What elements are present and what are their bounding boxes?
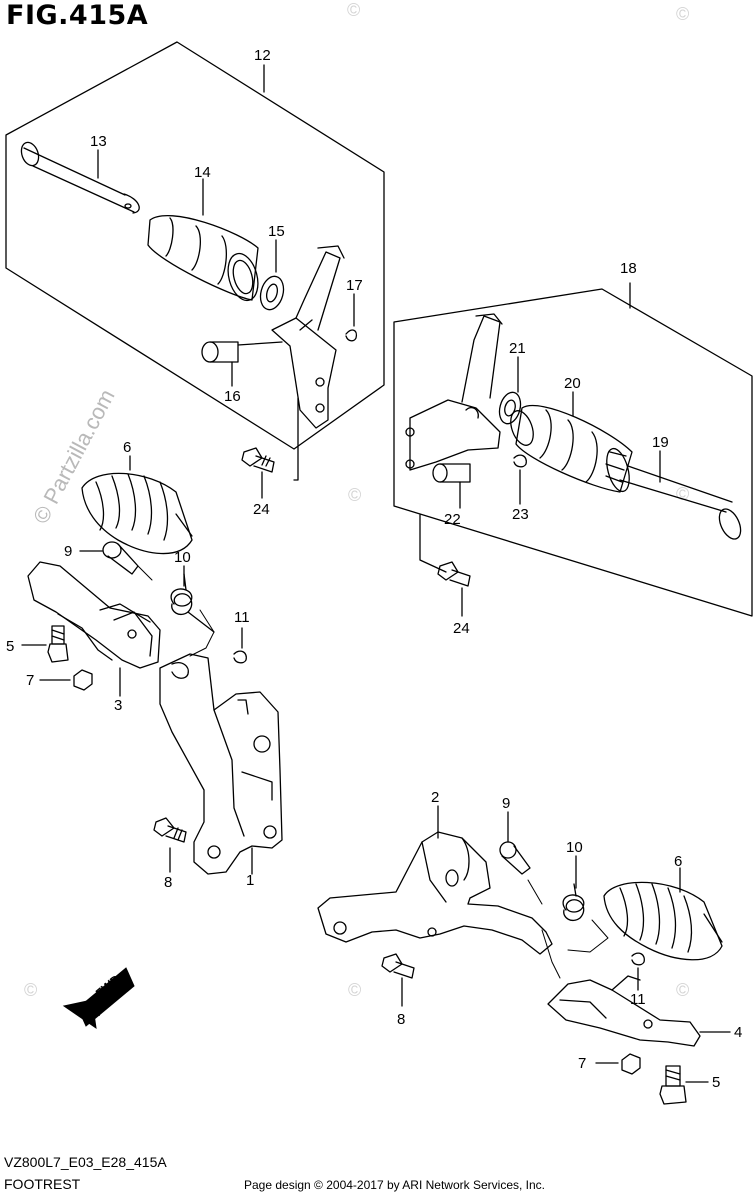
part-11-clip-left	[233, 627, 247, 664]
kit-box-12	[5, 41, 385, 450]
callout-17: 17	[346, 277, 363, 294]
callout-20: 20	[564, 375, 581, 392]
callout-16: 16	[224, 388, 241, 405]
callout-11: 11	[630, 991, 646, 1008]
part-8-bolt-left	[153, 817, 187, 873]
part-7-nut-right	[595, 1053, 641, 1075]
watermark-mark: ©	[348, 485, 362, 505]
callout-13: 13	[90, 133, 107, 150]
part-1-bracket-left	[159, 653, 283, 875]
callout-2: 2	[431, 789, 439, 806]
part-7-nut-left	[39, 669, 93, 691]
callout-8: 8	[164, 874, 172, 891]
part-9-pin-left	[79, 541, 139, 575]
part-6-peg-rubber-left	[81, 455, 193, 555]
part-4-bracket-right	[547, 975, 731, 1047]
part-24-bolt-upper	[241, 447, 275, 499]
figure-title: FIG.415A	[6, 0, 149, 31]
callout-21: 21	[509, 340, 526, 357]
part-8-bolt-right	[381, 953, 415, 1007]
watermark-mark: ©	[676, 980, 690, 1000]
callout-4: 4	[734, 1024, 742, 1041]
watermark-mark: ©	[676, 484, 690, 504]
callout-24: 24	[253, 501, 270, 518]
callout-6: 6	[123, 439, 131, 456]
callout-7: 7	[26, 672, 34, 689]
part-10-spring-right	[562, 855, 585, 922]
callout-3: 3	[114, 697, 122, 714]
part-3-bracket-left	[27, 561, 161, 697]
callout-5: 5	[712, 1074, 720, 1091]
watermark-mark: ©	[24, 980, 38, 1000]
part-24-bolt-lower	[437, 561, 471, 617]
kit-box-18	[393, 288, 753, 617]
watermark-mark: ©	[348, 980, 362, 1000]
callout-15: 15	[268, 223, 285, 240]
part-5-bolt-left	[21, 625, 69, 663]
callout-8: 8	[397, 1011, 405, 1028]
copyright-notice: Page design © 2004-2017 by ARI Network S…	[244, 1178, 546, 1192]
part-6-peg-rubber-right	[603, 867, 723, 961]
part-10-spring-left	[170, 565, 215, 633]
part-15-washer	[259, 239, 285, 311]
diagram-name: FOOTREST	[4, 1176, 81, 1192]
footrest-bracket-right	[405, 313, 503, 471]
part-21-washer	[498, 356, 522, 425]
part-16-pin	[201, 341, 283, 387]
part-19-pin	[619, 450, 742, 540]
diagram-code: VZ800L7_E03_E28_415A	[4, 1154, 167, 1170]
callout-14: 14	[194, 164, 211, 181]
part-22-pin	[432, 463, 471, 509]
part-17-clip	[345, 293, 358, 342]
callout-24: 24	[453, 620, 470, 637]
footrest-bracket-upper	[271, 245, 345, 429]
callout-9: 9	[502, 795, 510, 812]
part-11-clip-right	[631, 952, 645, 991]
callout-11: 11	[234, 609, 250, 626]
part-9-pin-right	[499, 811, 531, 875]
watermark-mark: ©	[676, 4, 690, 24]
callout-1: 1	[246, 872, 254, 889]
callout-9: 9	[64, 543, 72, 560]
callout-7: 7	[578, 1055, 586, 1072]
part-13-pin	[20, 141, 140, 214]
watermark-mark: ©	[347, 0, 361, 20]
callout-labels: 1 2 3 4 5 5 6 6 7 7 8 8 9 9 10 10 11 11 …	[6, 47, 742, 1091]
callout-19: 19	[652, 434, 669, 451]
callout-12: 12	[254, 47, 271, 64]
callout-6: 6	[674, 853, 682, 870]
callout-22: 22	[444, 511, 461, 528]
callout-5: 5	[6, 638, 14, 655]
callout-10: 10	[174, 549, 191, 566]
callout-10: 10	[566, 839, 583, 856]
part-23-clip	[513, 454, 527, 505]
callout-23: 23	[512, 506, 529, 523]
part-14-rubber	[147, 178, 259, 302]
part-2-bracket-right	[317, 805, 553, 955]
fwd-arrow: FWD	[62, 967, 135, 1030]
part-5-bolt-right	[659, 1065, 709, 1105]
callout-18: 18	[620, 260, 637, 277]
part-20-rubber	[510, 391, 633, 493]
